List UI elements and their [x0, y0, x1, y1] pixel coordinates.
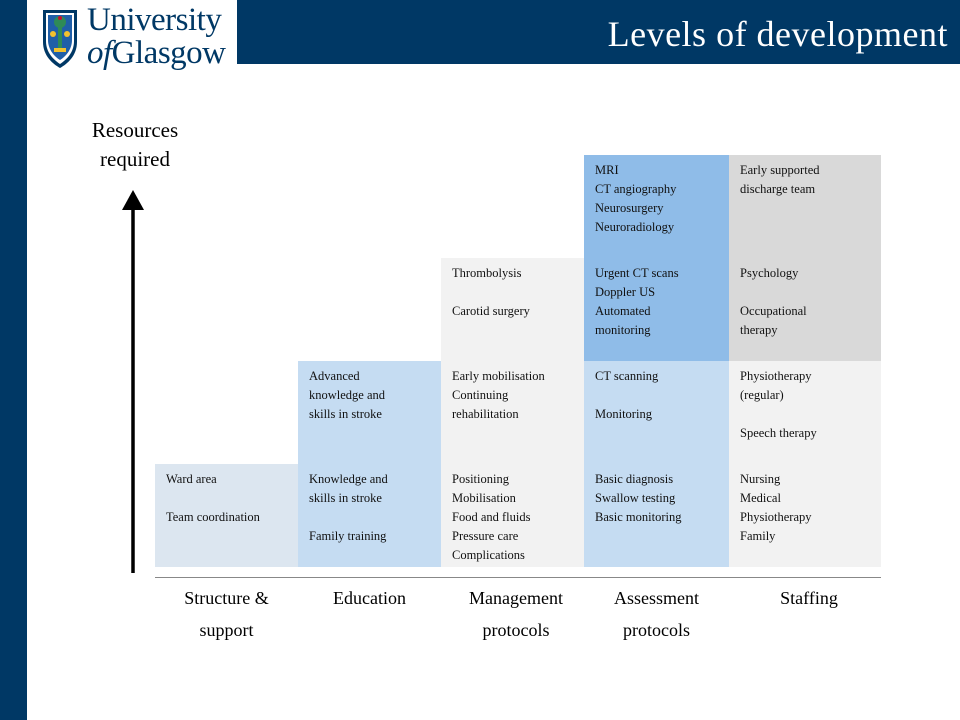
logo-line-university: University: [87, 2, 222, 38]
category-structure-support: Structure & support: [184, 588, 269, 640]
slide-title: Levels of development: [607, 14, 948, 54]
cell-education-level-2: Advanced knowledge and skills in stroke: [298, 361, 441, 464]
logo-line-glasgow: ofGlasgow: [87, 35, 226, 71]
cell-education-level-1: Knowledge and skills in stroke Family tr…: [298, 464, 441, 567]
up-arrow-icon: [122, 190, 144, 573]
crest-icon: [43, 10, 77, 68]
cell-management-level-2: Early mobilisation Continuing rehabilita…: [441, 361, 584, 464]
category-staffing: Staffing: [780, 588, 838, 608]
category-education: Education: [333, 588, 406, 608]
cell-staffing-level-4: Early supported discharge team: [729, 155, 881, 258]
left-brand-bar: [0, 0, 27, 720]
category-management-protocols: Management protocols: [469, 588, 563, 640]
cell-staffing-level-1: Nursing Medical Physiotherapy Family: [729, 464, 881, 567]
cell-structure-level-1: Ward area Team coordination: [155, 464, 298, 567]
cell-staffing-level-2: Physiotherapy (regular) Speech therapy: [729, 361, 881, 464]
cell-assessment-level-2: CT scanning Monitoring: [584, 361, 729, 464]
university-logo: University ofGlasgow: [27, 0, 237, 75]
cell-management-level-1: Positioning Mobilisation Food and fluids…: [441, 464, 584, 567]
y-axis-label: Resources required: [91, 118, 179, 171]
category-assessment-protocols: Assessment protocols: [614, 588, 699, 640]
baseline-divider: [155, 577, 881, 578]
logo-glasgow: Glasgow: [111, 35, 226, 71]
cell-assessment-level-3: Urgent CT scans Doppler US Automated mon…: [584, 258, 729, 361]
cell-assessment-level-1: Basic diagnosis Swallow testing Basic mo…: [584, 464, 729, 567]
cell-assessment-level-4: MRI CT angiography Neurosurgery Neurorad…: [584, 155, 729, 258]
logo-wordmark: University ofGlasgow: [87, 2, 226, 71]
logo-of: of: [87, 35, 112, 71]
cell-staffing-level-3: Psychology Occupational therapy: [729, 258, 881, 361]
cell-management-level-3: Thrombolysis Carotid surgery: [441, 258, 584, 361]
